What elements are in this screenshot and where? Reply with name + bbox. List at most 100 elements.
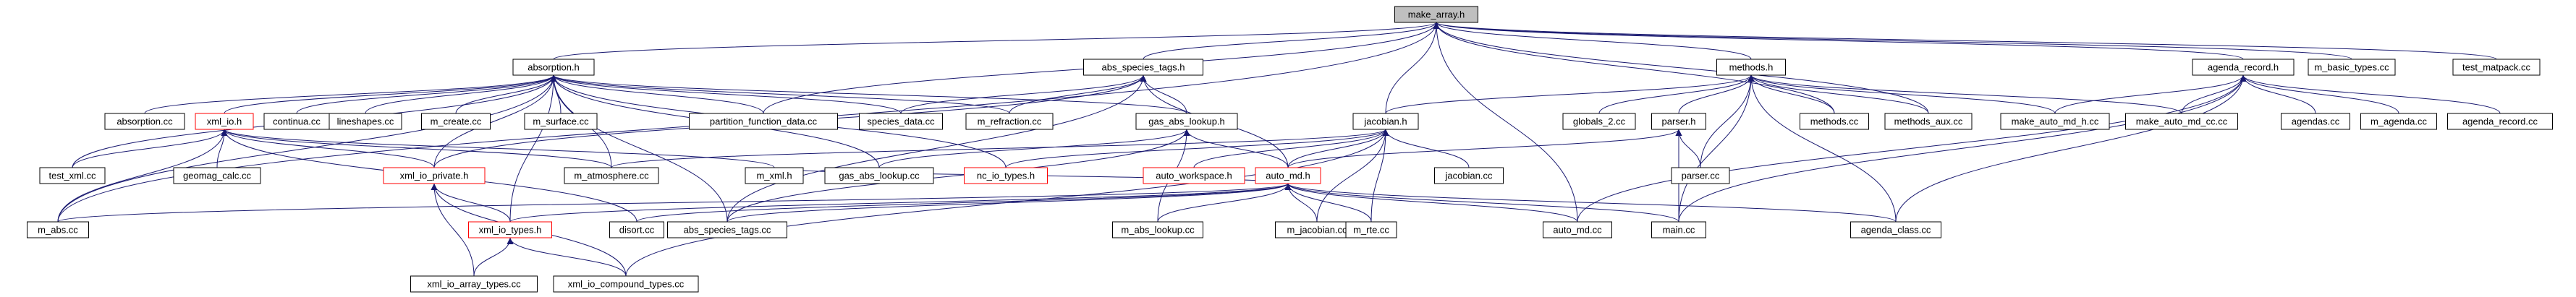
node-box	[1800, 113, 1869, 130]
node-label: make_auto_md_cc.cc	[2136, 116, 2228, 127]
node-test-matpack[interactable]: test_matpack.cc	[2452, 59, 2541, 76]
edge-m_xml_h-to-xml_io_h	[221, 129, 775, 168]
node-box	[2125, 113, 2238, 130]
node-label: agenda_record.h	[2208, 62, 2279, 73]
node-box	[1651, 113, 1706, 130]
node-m-agenda[interactable]: m_agenda.cc	[2360, 113, 2437, 130]
edge-m_create-to-absorption_h	[455, 74, 557, 114]
node-xml-io-h[interactable]: xml_io.h	[195, 113, 254, 130]
edge-methods_h-to-make_array	[1433, 22, 1752, 60]
edge-m_rte-to-jacobian_h	[1370, 129, 1389, 223]
node-label: gas_abs_lookup.cc	[839, 171, 920, 181]
node-parser-cc[interactable]: parser.cc	[1671, 167, 1730, 184]
node-agendas[interactable]: agendas.cc	[2281, 113, 2350, 130]
edge-methods_aux-to-methods_h	[1747, 74, 1929, 114]
node-xml-io-private-h[interactable]: xml_io_private.h	[383, 167, 486, 184]
node-label: jacobian.cc	[1444, 171, 1493, 181]
node-box	[1884, 113, 1973, 130]
edge-auto_md_cc-to-auto_md_h	[1284, 183, 1578, 223]
node-label: m_refraction.cc	[978, 116, 1042, 127]
node-label: xml_io_types.h	[479, 225, 542, 236]
node-absorption-h[interactable]: absorption.h	[512, 59, 595, 76]
node-label: partition_function_data.cc	[710, 116, 818, 127]
edge-agenda_record_cc-to-agenda_record_h	[2240, 74, 2501, 114]
node-geomag-calc[interactable]: geomag_calc.cc	[173, 167, 261, 184]
node-label: m_atmosphere.cc	[574, 171, 649, 181]
node-box	[1352, 113, 1419, 130]
node-xml-io-array-types[interactable]: xml_io_array_types.cc	[410, 275, 538, 293]
node-auto-md-h[interactable]: auto_md.h	[1255, 167, 1321, 184]
node-label: xml_io_compound_types.cc	[568, 279, 685, 290]
node-absorption-cc[interactable]: absorption.cc	[104, 113, 185, 130]
node-box	[410, 275, 538, 293]
node-globals-2[interactable]: globals_2.cc	[1562, 113, 1636, 130]
edge-auto_md_h-to-gas_abs_lookup_h	[1183, 129, 1289, 168]
edge-disort-to-auto_md_h	[636, 183, 1292, 223]
node-label: lineshapes.cc	[337, 116, 394, 127]
node-label: species_data.cc	[867, 116, 935, 127]
node-agenda-record-cc[interactable]: agenda_record.cc	[2447, 113, 2553, 130]
node-box	[329, 113, 402, 130]
edge-species_data-to-abs_species_tags_h	[900, 74, 1147, 114]
node-disort[interactable]: disort.cc	[609, 221, 664, 238]
node-xml-io-types-h[interactable]: xml_io_types.h	[468, 221, 552, 238]
node-box	[1255, 167, 1321, 184]
node-main-cc[interactable]: main.cc	[1651, 221, 1706, 238]
node-m-rte[interactable]: m_rte.cc	[1345, 221, 1397, 238]
node-box	[1543, 221, 1612, 238]
node-label: gas_abs_lookup.h	[1148, 116, 1225, 127]
node-make-array[interactable]: make_array.h	[1394, 6, 1478, 23]
node-methods-h[interactable]: methods.h	[1716, 59, 1786, 76]
node-jacobian-h[interactable]: jacobian.h	[1352, 113, 1419, 130]
node-make-auto-md-h[interactable]: make_auto_md_h.cc	[2000, 113, 2110, 130]
node-methods-cc[interactable]: methods.cc	[1800, 113, 1869, 130]
node-jacobian-cc[interactable]: jacobian.cc	[1434, 167, 1504, 184]
node-box	[1562, 113, 1636, 130]
node-auto-md-cc[interactable]: auto_md.cc	[1543, 221, 1612, 238]
edge-auto_md_cc-to-agenda_record_h	[1577, 74, 2247, 223]
node-m-create[interactable]: m_create.cc	[421, 113, 491, 130]
node-m-atmosphere[interactable]: m_atmosphere.cc	[564, 167, 659, 184]
edge-m_abs-to-absorption_h	[57, 74, 557, 223]
node-xml-io-compound-types[interactable]: xml_io_compound_types.cc	[553, 275, 699, 293]
node-abs-species-tags-h[interactable]: abs_species_tags.h	[1083, 59, 1203, 76]
node-m-xml-h[interactable]: m_xml.h	[745, 167, 804, 184]
node-make-auto-md-cc[interactable]: make_auto_md_cc.cc	[2125, 113, 2238, 130]
node-m-abs[interactable]: m_abs.cc	[27, 221, 89, 238]
node-label: xml_io_private.h	[400, 171, 469, 181]
node-m-jacobian[interactable]: m_jacobian.cc	[1275, 221, 1359, 238]
edge-species_data-to-absorption_h	[550, 74, 902, 114]
node-gas-abs-lookup-h[interactable]: gas_abs_lookup.h	[1135, 113, 1238, 130]
node-box	[2308, 59, 2396, 76]
node-label: auto_md.h	[1266, 171, 1310, 181]
node-species-data[interactable]: species_data.cc	[859, 113, 943, 130]
node-m-abs-lookup[interactable]: m_abs_lookup.cc	[1112, 221, 1203, 238]
edge-xml_io_types_h-to-xml_io_private_h	[431, 183, 511, 223]
node-label: test_matpack.cc	[2462, 62, 2530, 73]
node-m-refraction[interactable]: m_refraction.cc	[965, 113, 1054, 130]
node-agenda-record-h[interactable]: agenda_record.h	[2192, 59, 2295, 76]
node-label: nc_io_types.h	[977, 171, 1035, 181]
node-gas-abs-lookup-cc[interactable]: gas_abs_lookup.cc	[824, 167, 934, 184]
node-nc-io-types-h[interactable]: nc_io_types.h	[964, 167, 1048, 184]
node-box	[689, 113, 838, 130]
node-methods-aux[interactable]: methods_aux.cc	[1884, 113, 1973, 130]
node-label: m_xml.h	[756, 171, 792, 181]
node-lineshapes[interactable]: lineshapes.cc	[329, 113, 402, 130]
node-m-surface[interactable]: m_surface.cc	[524, 113, 598, 130]
node-agenda-class[interactable]: agenda_class.cc	[1850, 221, 1941, 238]
node-continua[interactable]: continua.cc	[263, 113, 330, 130]
node-auto-workspace-h[interactable]: auto_workspace.h	[1143, 167, 1245, 184]
node-test-xml[interactable]: test_xml.cc	[39, 167, 106, 184]
node-label: abs_species_tags.cc	[684, 225, 771, 236]
node-label: test_xml.cc	[48, 171, 96, 181]
node-abs-species-tags-cc[interactable]: abs_species_tags.cc	[667, 221, 787, 238]
node-label: agendas.cc	[2292, 116, 2340, 127]
node-m-basic-types[interactable]: m_basic_types.cc	[2308, 59, 2396, 76]
node-box	[1112, 221, 1203, 238]
node-parser-h[interactable]: parser.h	[1651, 113, 1706, 130]
edge-absorption_cc-to-absorption_h	[144, 74, 557, 114]
edge-auto_md_cc-to-make_array	[1433, 22, 1578, 223]
edge-parser_cc-to-methods_h	[1700, 74, 1755, 168]
node-partition[interactable]: partition_function_data.cc	[689, 113, 838, 130]
